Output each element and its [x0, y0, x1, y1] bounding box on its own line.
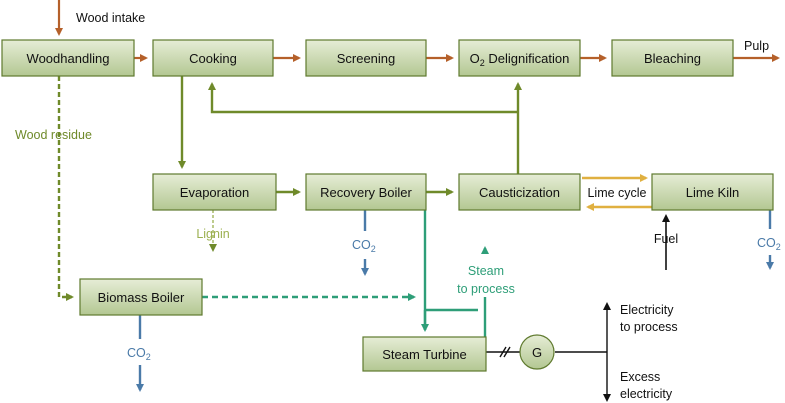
lime-kiln-label: Lime Kiln — [686, 185, 739, 200]
generator-label: G — [532, 345, 542, 360]
shaft-mark-2 — [503, 346, 511, 358]
box-o2-delignification: O2 Delignification — [458, 39, 581, 77]
excess-electricity-label-line1: Excess — [620, 370, 660, 384]
co2-biomass-label: CO2 — [127, 346, 151, 362]
cooking-label: Cooking — [189, 51, 237, 66]
steam-label-line1: Steam — [468, 264, 504, 278]
screening-label: Screening — [337, 51, 396, 66]
fiber-line — [55, 0, 780, 62]
generator: G — [519, 334, 555, 370]
box-woodhandling: Woodhandling — [1, 39, 135, 77]
excess-electricity-label-line2: electricity — [620, 387, 673, 401]
box-evaporation: Evaporation — [152, 173, 277, 211]
box-lime-kiln: Lime Kiln — [651, 173, 774, 211]
electricity-label-line1: Electricity — [620, 303, 674, 317]
wood-residue-label: Wood residue — [15, 128, 92, 142]
electricity-lines — [486, 214, 670, 402]
causticization-label: Causticization — [479, 185, 560, 200]
box-screening: Screening — [305, 39, 427, 77]
fuel-label: Fuel — [654, 232, 678, 246]
box-biomass-boiler: Biomass Boiler — [79, 278, 203, 316]
wood-intake-label: Wood intake — [76, 11, 145, 25]
arrow-white-liquor-cooking — [208, 82, 518, 114]
lime-cycle — [582, 174, 652, 211]
steam-label-line2: to process — [457, 282, 515, 296]
electricity-label-line2: to process — [620, 320, 678, 334]
co2-lines — [136, 210, 774, 392]
box-cooking: Cooking — [152, 39, 274, 77]
box-recovery-boiler: Recovery Boiler — [305, 173, 427, 211]
lime-cycle-label: Lime cycle — [587, 186, 646, 200]
steam-turbine-label: Steam Turbine — [382, 347, 467, 362]
wood-residue-arrow — [57, 76, 74, 301]
box-steam-turbine: Steam Turbine — [362, 336, 487, 372]
liquor-lines — [57, 76, 522, 301]
pulp-label: Pulp — [744, 39, 769, 53]
co2-recovery-label: CO2 — [352, 238, 376, 254]
o2-delignification-label: O2 Delignification — [470, 51, 570, 68]
shaft-mark-1 — [499, 346, 507, 358]
biomass-boiler-label: Biomass Boiler — [98, 290, 185, 305]
recovery-boiler-label: Recovery Boiler — [320, 185, 412, 200]
box-causticization: Causticization — [458, 173, 581, 211]
steam-lines — [202, 210, 489, 337]
lignin-label: Lignin — [196, 227, 229, 241]
co2-kiln-label: CO2 — [757, 236, 781, 252]
woodhandling-label: Woodhandling — [27, 51, 110, 66]
evaporation-label: Evaporation — [180, 185, 249, 200]
bleaching-label: Bleaching — [644, 51, 701, 66]
box-bleaching: Bleaching — [611, 39, 734, 77]
